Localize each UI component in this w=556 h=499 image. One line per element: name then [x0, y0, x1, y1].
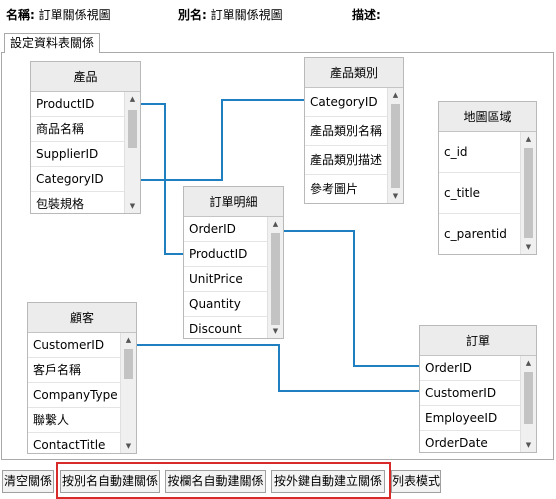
scrollbar[interactable]: ▲ ▼	[387, 88, 403, 203]
field-contact-title[interactable]: ContactTitle	[28, 433, 120, 453]
field-order-date[interactable]: OrderDate	[420, 431, 520, 452]
field-product-name[interactable]: 商品名稱	[31, 117, 124, 142]
tab-table-relations[interactable]: 設定資料表關係	[4, 33, 100, 53]
scroll-up-icon[interactable]: ▲	[525, 359, 532, 367]
scroll-down-icon[interactable]: ▼	[125, 442, 132, 450]
scroll-up-icon[interactable]: ▲	[125, 336, 132, 344]
scrollbar[interactable]: ▲ ▼	[520, 356, 536, 452]
field-package-spec[interactable]: 包裝規格	[31, 192, 124, 213]
scroll-thumb[interactable]	[128, 110, 137, 148]
table-title: 地圖區域	[439, 102, 536, 132]
field-category-id[interactable]: CategoryID	[31, 167, 124, 192]
scroll-thumb[interactable]	[524, 372, 533, 424]
scroll-up-icon[interactable]: ▲	[525, 135, 532, 143]
relation-links	[137, 99, 419, 392]
scroll-down-icon[interactable]: ▼	[392, 192, 399, 200]
auto-relate-by-column-button[interactable]: 按欄名自動建關係	[165, 470, 266, 493]
field-discount[interactable]: Discount	[184, 317, 267, 338]
list-mode-button[interactable]: 列表模式	[391, 470, 441, 493]
table-orders[interactable]: 訂單 OrderID CustomerID EmployeeID OrderDa…	[419, 325, 537, 453]
scrollbar[interactable]: ▲ ▼	[120, 333, 136, 453]
alias-value: 訂單關係視圖	[210, 8, 283, 22]
link-order-details-orders[interactable]	[284, 230, 419, 367]
scroll-thumb[interactable]	[524, 148, 533, 238]
scroll-thumb[interactable]	[124, 349, 133, 379]
field-product-id[interactable]: ProductID	[184, 242, 267, 267]
table-customers[interactable]: 顧客 CustomerID 客戶名稱 CompanyType 聯繫人 Conta…	[27, 302, 137, 454]
scroll-up-icon[interactable]: ▲	[392, 91, 399, 99]
alias-label: 別名:	[178, 8, 207, 22]
field-category-picture[interactable]: 參考圖片	[305, 175, 387, 203]
scroll-down-icon[interactable]: ▼	[272, 327, 279, 335]
field-customer-id[interactable]: CustomerID	[28, 333, 120, 358]
scrollbar[interactable]: ▲ ▼	[520, 132, 536, 254]
field-category-name[interactable]: 產品類別名稱	[305, 117, 387, 146]
auto-relate-by-alias-button[interactable]: 按別名自動建關係	[60, 470, 160, 493]
table-categories[interactable]: 產品類別 CategoryID 產品類別名稱 產品類別描述 參考圖片 ▲ ▼	[304, 57, 404, 204]
alias-header: 別名: 訂單關係視圖	[178, 6, 283, 23]
name-value: 訂單關係視圖	[38, 8, 111, 22]
field-quantity[interactable]: Quantity	[184, 292, 267, 317]
field-customer-name[interactable]: 客戶名稱	[28, 358, 120, 383]
table-title: 產品類別	[305, 58, 403, 88]
scroll-up-icon[interactable]: ▲	[272, 220, 279, 228]
field-contact[interactable]: 聯繫人	[28, 408, 120, 433]
table-title: 產品	[31, 62, 140, 92]
field-c-parentid[interactable]: c_parentid	[439, 214, 520, 254]
field-unit-price[interactable]: UnitPrice	[184, 267, 267, 292]
scroll-thumb[interactable]	[391, 104, 400, 188]
table-products[interactable]: 產品 ProductID 商品名稱 SupplierID CategoryID …	[30, 61, 141, 214]
link-customers-orders[interactable]	[137, 344, 419, 392]
description-label: 描述:	[352, 8, 381, 22]
field-supplier-id[interactable]: SupplierID	[31, 142, 124, 167]
scroll-down-icon[interactable]: ▼	[525, 441, 532, 449]
scrollbar[interactable]: ▲ ▼	[124, 92, 140, 213]
field-category-id[interactable]: CategoryID	[305, 88, 387, 117]
field-c-title[interactable]: c_title	[439, 173, 520, 214]
table-map-region[interactable]: 地圖區域 c_id c_title c_parentid ▲ ▼	[438, 101, 537, 255]
table-order-details[interactable]: 訂單明細 OrderID ProductID UnitPrice Quantit…	[183, 186, 284, 339]
auto-relate-by-foreign-key-button[interactable]: 按外鍵自動建立關係	[271, 470, 385, 493]
field-category-desc[interactable]: 產品類別描述	[305, 146, 387, 175]
scroll-up-icon[interactable]: ▲	[129, 95, 136, 103]
field-product-id[interactable]: ProductID	[31, 92, 124, 117]
field-company-type[interactable]: CompanyType	[28, 383, 120, 408]
table-title: 顧客	[28, 303, 136, 333]
field-customer-id[interactable]: CustomerID	[420, 381, 520, 406]
scrollbar[interactable]: ▲ ▼	[267, 217, 283, 338]
scroll-down-icon[interactable]: ▼	[129, 202, 136, 210]
field-c-id[interactable]: c_id	[439, 132, 520, 173]
scroll-down-icon[interactable]: ▼	[525, 243, 532, 251]
relation-canvas[interactable]: 產品 ProductID 商品名稱 SupplierID CategoryID …	[1, 52, 554, 460]
table-title: 訂單明細	[184, 187, 283, 217]
field-employee-id[interactable]: EmployeeID	[420, 406, 520, 431]
name-header: 名稱: 訂單關係視圖	[6, 6, 111, 23]
scroll-thumb[interactable]	[271, 233, 280, 325]
description-header: 描述:	[352, 6, 381, 23]
field-order-id[interactable]: OrderID	[184, 217, 267, 242]
field-order-id[interactable]: OrderID	[420, 356, 520, 381]
clear-relations-button[interactable]: 清空關係	[2, 470, 54, 493]
table-title: 訂單	[420, 326, 536, 356]
name-label: 名稱:	[6, 8, 35, 22]
link-products-categories[interactable]	[140, 99, 304, 181]
